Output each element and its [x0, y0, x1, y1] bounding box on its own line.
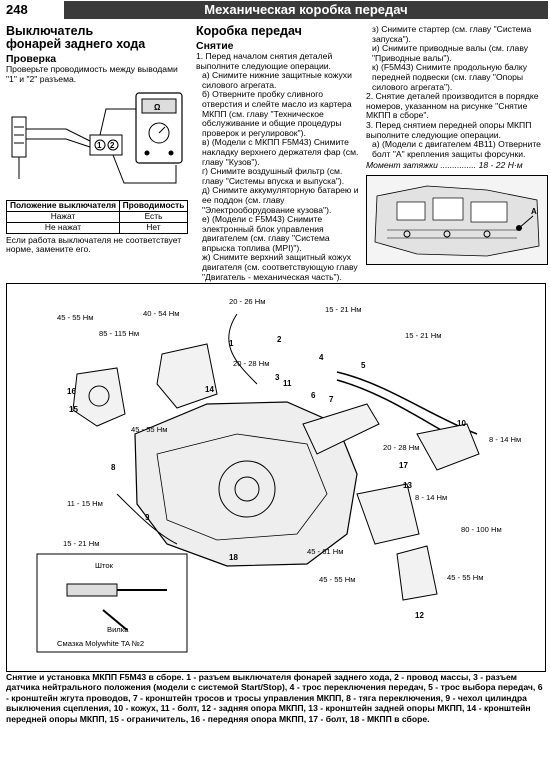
- inset-rod-label: Шток: [95, 561, 114, 570]
- step-line: и) Снимите приводные валы (см. главу "Пр…: [372, 43, 528, 63]
- torque-label: 85 - 115 Нм: [99, 329, 139, 338]
- ohm-symbol: Ω: [154, 103, 161, 112]
- step-line: г) Снимите воздушный фильтр (см. главу "…: [202, 166, 345, 186]
- part-number: 14: [205, 385, 214, 394]
- torque-spec: Момент затяжки ............... 18 - 22 Н…: [366, 160, 523, 171]
- inset-fork-label: Вилка: [107, 625, 129, 634]
- part-number: 5: [361, 361, 366, 370]
- step-line: ж) Снимите верхний защитный кожух двигат…: [202, 252, 358, 282]
- replace-note: Если работа выключателя не соответствует…: [6, 234, 182, 255]
- chapter-title: Механическая коробка передач: [204, 2, 408, 17]
- gearbox-title: Коробка передач: [196, 24, 302, 38]
- column-switch: Выключатель фонарей заднего хода Проверк…: [5, 24, 188, 255]
- bolt-a-label: A: [531, 207, 537, 216]
- table-header-conductivity: Проводимость: [119, 199, 188, 212]
- part-number: 18: [229, 553, 238, 562]
- part-number: 12: [415, 611, 424, 620]
- step-line: б) Отверните пробку сливного отверстия и…: [202, 89, 352, 138]
- torque-label: 20 - 28 Нм: [233, 359, 269, 368]
- part-number: 6: [311, 391, 316, 400]
- part-number: 8: [111, 463, 116, 472]
- section-title-2: фонарей заднего хода: [6, 37, 146, 51]
- part-number: 9: [145, 513, 150, 522]
- torque-label: 11 - 15 Нм: [67, 499, 103, 508]
- step-line: а) (Модели с двигателем 4B11) Отверните …: [372, 139, 541, 159]
- torque-label: 80 - 100 Нм: [461, 525, 502, 534]
- part-number: 17: [399, 461, 408, 470]
- torque-label: 40 - 54 Нм: [143, 309, 179, 318]
- part-number: 1: [229, 339, 234, 348]
- torque-label: 45 - 55 Нм: [131, 425, 167, 434]
- part-number: 7: [329, 395, 334, 404]
- part-number: 3: [275, 373, 280, 382]
- check-text: Проверьте проводимость между выводами "1…: [6, 64, 178, 84]
- page-number: 248: [6, 2, 28, 17]
- part-number: 4: [319, 353, 324, 362]
- part-number: 13: [403, 481, 412, 490]
- step-line: е) (Модели с F5M43) Снимите электронный …: [202, 214, 330, 253]
- torque-label: 15 - 21 Нм: [405, 331, 441, 340]
- step-line: 1. Перед началом снятия деталей выполнит…: [196, 51, 333, 71]
- step-line: 3. Перед снятием передней опоры МКПП вып…: [366, 119, 532, 140]
- figure-caption: Снятие и установка МКПП F5M43 в сборе. 1…: [6, 672, 543, 724]
- column-removal: Коробка передач Снятие 1. Перед началом …: [196, 25, 362, 282]
- torque-label: 15 - 21 Нм: [63, 539, 99, 548]
- torque-label: Момент затяжки: [366, 160, 438, 171]
- part-number: 10: [457, 419, 466, 428]
- torque-label: 45 - 55 Нм: [447, 573, 483, 582]
- step-line: а) Снимите нижние защитные кожухи силово…: [202, 70, 352, 90]
- torque-label: 8 - 14 Нм: [489, 435, 521, 444]
- chapter-header: Механическая коробка передач: [64, 1, 548, 19]
- part-number: 15: [69, 405, 78, 414]
- conductivity-table: Положение выключателя Проводимость Нажат…: [5, 199, 188, 234]
- torque-label: 8 - 14 Нм: [415, 493, 447, 502]
- table-row: Нажат Есть: [5, 210, 188, 223]
- gearbox-exploded-diagram: 45 - 55 Нм 40 - 54 Нм 85 - 115 Нм 20 - 2…: [6, 283, 546, 672]
- torque-label: 20 - 26 Нм: [229, 297, 265, 306]
- table-cell: Не нажат: [5, 221, 121, 234]
- step-line: з) Снимите стартер (см. главу "Система з…: [372, 24, 532, 44]
- injector-shield-figure: A: [366, 174, 548, 265]
- step-line: в) (Модели с МКПП F5M43) Снимите накладк…: [202, 137, 359, 167]
- step-line: к) (F5M43) Снимите продольную балку пере…: [372, 62, 528, 92]
- inset-grease-label: Смазка Molywhite TA №2: [57, 639, 144, 648]
- part-number: 16: [67, 387, 76, 396]
- check-heading: Проверка: [6, 53, 57, 65]
- pin-1-label: 1: [97, 141, 102, 150]
- pin-2-label: 2: [110, 141, 115, 150]
- table-cell: Нет: [119, 221, 188, 234]
- removal-heading: Снятие: [196, 40, 234, 52]
- torque-label: 20 - 28 Нм: [383, 443, 419, 452]
- step-line: д) Снимите аккумуляторную батарею и ее п…: [202, 185, 359, 215]
- section-title-1: Выключатель: [6, 24, 94, 38]
- step-line: 2. Снятие деталей производится в порядке…: [366, 91, 539, 121]
- torque-label: 15 - 21 Нм: [325, 305, 361, 314]
- table-cell: Нажат: [5, 210, 121, 223]
- torque-label: 45 - 55 Нм: [57, 313, 93, 322]
- table-cell: Есть: [119, 210, 188, 223]
- table-header-position: Положение выключателя: [5, 199, 121, 212]
- switch-wiring-diagram: 1 2 Ω: [11, 92, 183, 184]
- torque-value: 18 - 22 Н·м: [478, 160, 523, 171]
- part-number: 2: [277, 335, 282, 344]
- torque-label: 45 - 55 Нм: [319, 575, 355, 584]
- part-number: 11: [283, 379, 292, 388]
- column-removal-continued: з) Снимите стартер (см. главу "Система з…: [366, 24, 548, 268]
- table-row: Не нажат Нет: [5, 221, 188, 234]
- torque-label: 45 - 61 Нм: [307, 547, 343, 556]
